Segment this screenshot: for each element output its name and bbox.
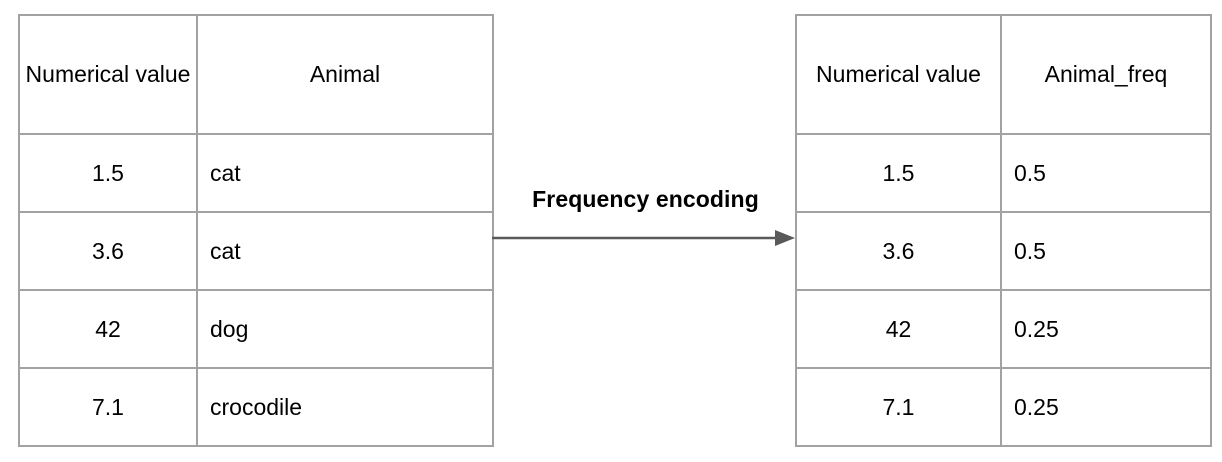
column-header-label: Animal — [309, 61, 381, 88]
column-header-animal-freq: Animal_freq — [1000, 14, 1212, 135]
cell-animal: dog — [196, 289, 494, 369]
column-header-label: Animal_freq — [1044, 61, 1168, 88]
table-row: 42 dog — [18, 289, 494, 369]
encoded-data-table: Numerical value Animal_freq 1.5 0.5 3.6 … — [795, 14, 1212, 447]
cell-numerical-value: 3.6 — [18, 211, 198, 291]
table-row: 3.6 cat — [18, 211, 494, 291]
cell-animal-freq: 0.25 — [1000, 289, 1212, 369]
cell-animal-freq: 0.5 — [1000, 211, 1212, 291]
cell-numerical-value: 42 — [795, 289, 1002, 369]
cell-animal-freq: 0.25 — [1000, 367, 1212, 447]
cell-numerical-value: 7.1 — [795, 367, 1002, 447]
transformation-label: Frequency encoding — [532, 186, 759, 212]
cell-animal: crocodile — [196, 367, 494, 447]
column-header-numerical-value: Numerical value — [18, 14, 198, 135]
cell-numerical-value: 7.1 — [18, 367, 198, 447]
column-header-animal: Animal — [196, 14, 494, 135]
table-header-row: Numerical value Animal — [18, 14, 494, 135]
column-header-label: Numerical value — [816, 61, 981, 88]
column-header-numerical-value: Numerical value — [795, 14, 1002, 135]
table-row: 3.6 0.5 — [795, 211, 1212, 291]
table-row: 42 0.25 — [795, 289, 1212, 369]
cell-numerical-value: 1.5 — [795, 133, 1002, 213]
table-header-row: Numerical value Animal_freq — [795, 14, 1212, 135]
cell-animal: cat — [196, 133, 494, 213]
transformation-arrow-group: Frequency encoding — [492, 186, 795, 262]
table-row: 1.5 0.5 — [795, 133, 1212, 213]
table-row: 7.1 crocodile — [18, 367, 494, 447]
table-row: 1.5 cat — [18, 133, 494, 213]
table-row: 7.1 0.25 — [795, 367, 1212, 447]
cell-numerical-value: 42 — [18, 289, 198, 369]
right-arrow-icon — [492, 230, 795, 246]
original-data-table: Numerical value Animal 1.5 cat 3.6 cat 4… — [18, 14, 494, 447]
cell-numerical-value: 3.6 — [795, 211, 1002, 291]
cell-animal: cat — [196, 211, 494, 291]
cell-animal-freq: 0.5 — [1000, 133, 1212, 213]
column-header-label: Numerical value — [25, 61, 191, 88]
cell-numerical-value: 1.5 — [18, 133, 198, 213]
